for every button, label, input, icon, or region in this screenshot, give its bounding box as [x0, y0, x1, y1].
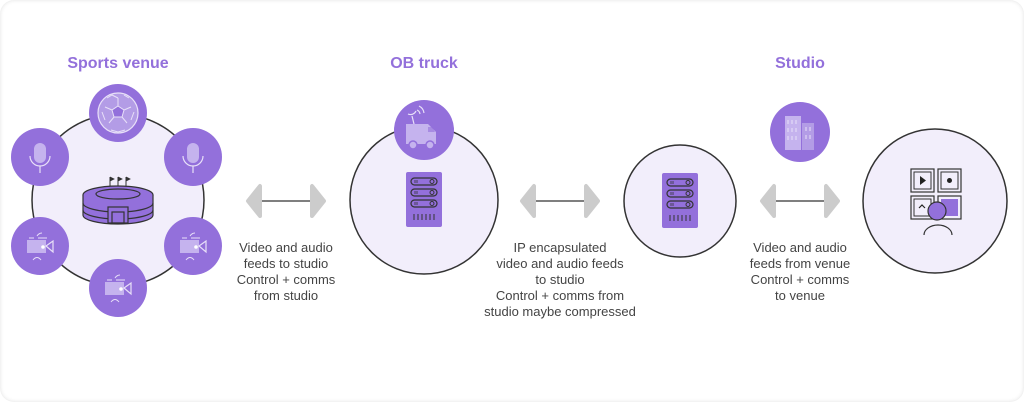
- studio-circle: [862, 128, 1008, 274]
- bidirectional-arrow-icon: [246, 184, 326, 218]
- caption-line: feeds from venue: [749, 256, 851, 271]
- caption-line: studio maybe compressed: [484, 304, 636, 319]
- caption-line: IP encapsulated: [513, 240, 607, 255]
- building-badge: [770, 102, 830, 162]
- venue-heading: Sports venue: [67, 55, 169, 72]
- caption-line: to venue: [775, 288, 825, 303]
- stadium-icon: [82, 176, 154, 225]
- bidirectional-arrow-icon: [520, 184, 600, 218]
- caption-line: feeds to studio: [243, 256, 329, 271]
- caption-line: Video and audio: [239, 240, 333, 255]
- caption-line: from studio: [253, 288, 319, 303]
- building-icon: [785, 116, 814, 150]
- camera-badge-left: [11, 217, 69, 275]
- microphone-badge-left: [11, 128, 69, 186]
- soccer-ball-badge: [89, 84, 147, 142]
- caption-line: to studio: [535, 272, 585, 287]
- caption-line: Video and audio: [753, 240, 847, 255]
- caption-line: Control + comms: [236, 272, 336, 287]
- caption-line: Control + comms from: [495, 288, 625, 303]
- ob-van-badge: [394, 100, 454, 160]
- bidirectional-arrow-icon: [760, 184, 840, 218]
- server-rack-icon: [661, 172, 699, 229]
- microphone-badge-right: [164, 128, 222, 186]
- soccer-ball-icon: [97, 92, 139, 134]
- truck-heading: OB truck: [390, 55, 458, 72]
- link-caption-venue-truck: Video and audio feeds to studio Control …: [237, 240, 336, 304]
- caption-line: video and audio feeds: [496, 256, 624, 271]
- camera-badge-right: [164, 217, 222, 275]
- link-caption-relay-studio: Video and audio feeds from venue Control…: [750, 240, 850, 304]
- server-rack-icon: [405, 171, 443, 228]
- studio-heading: Studio: [775, 55, 825, 72]
- ob-van-icon: [406, 105, 436, 150]
- caption-line: Control + comms: [750, 272, 850, 287]
- link-caption-truck-relay: IP encapsulated video and audio feeds to…: [484, 240, 636, 320]
- production-desk-icon: [910, 168, 962, 236]
- camera-badge-bottom: [89, 259, 147, 317]
